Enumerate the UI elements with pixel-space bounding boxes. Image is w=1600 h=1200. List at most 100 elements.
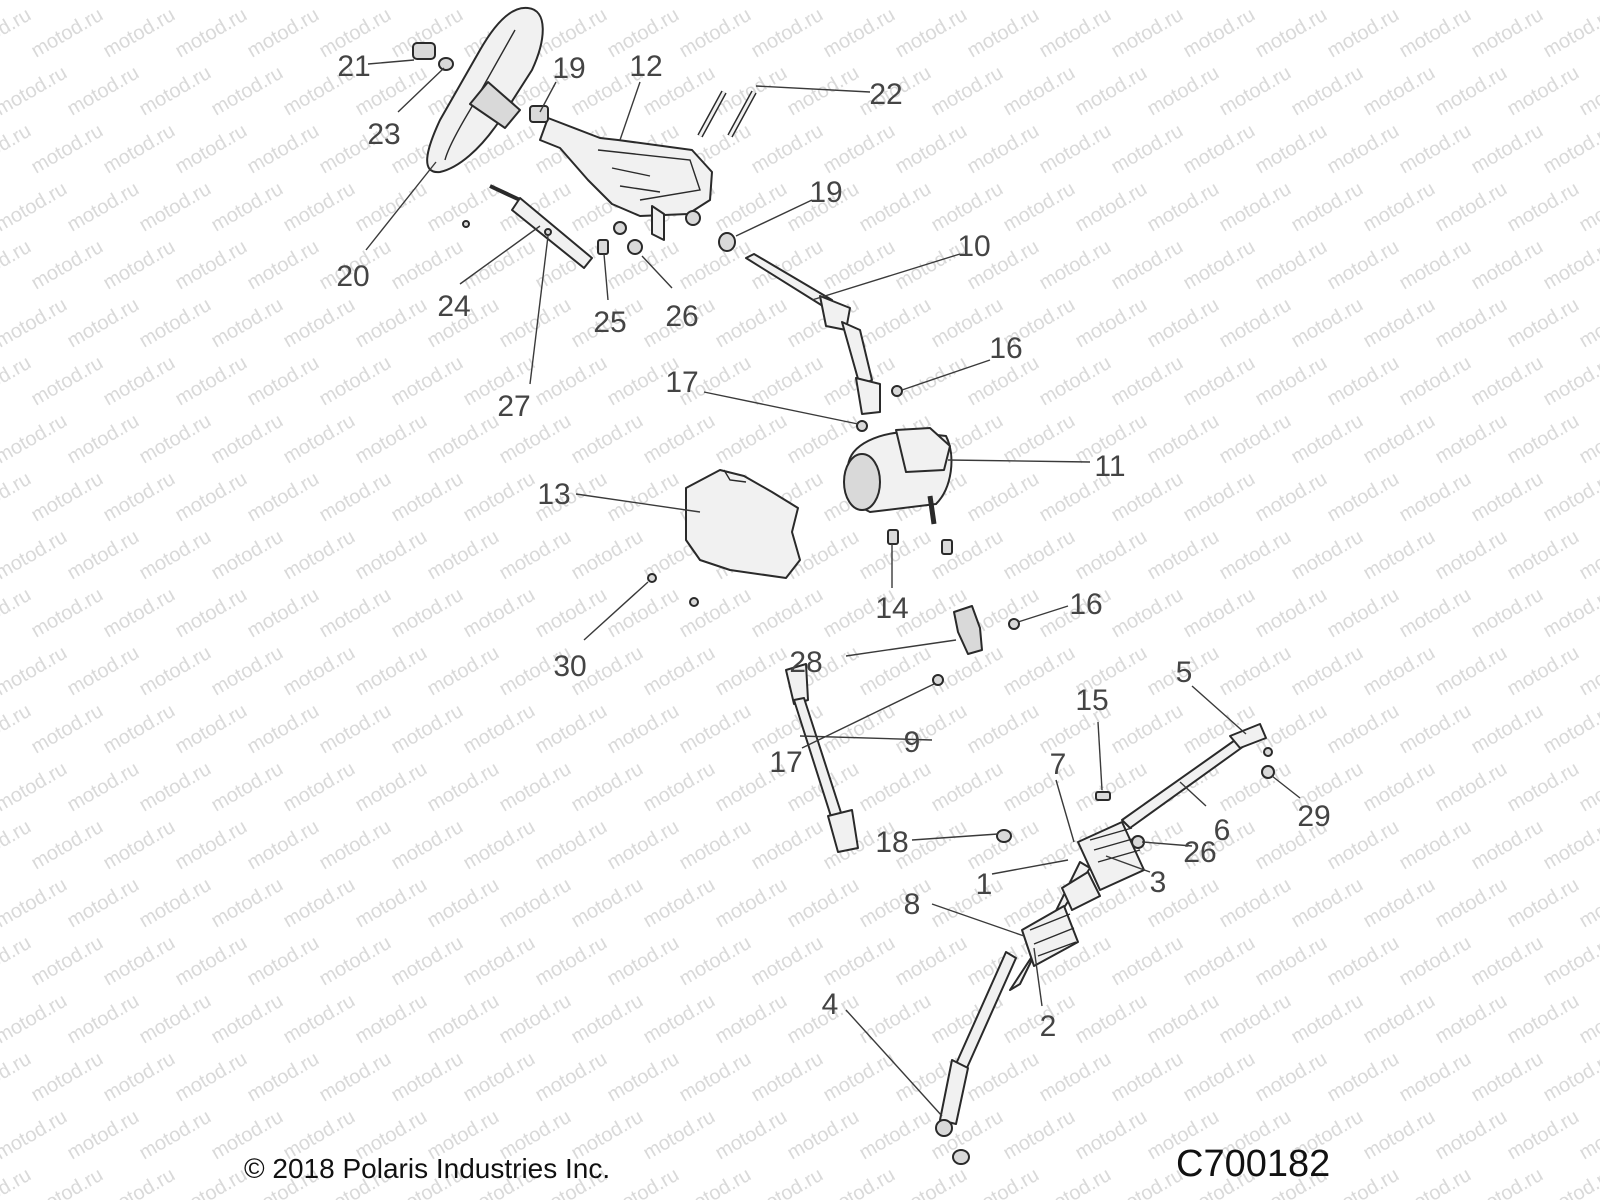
watermark-text: motod.ru [424, 410, 503, 469]
watermark-text: motod.ru [856, 294, 935, 353]
watermark-text: motod.ru [100, 932, 179, 991]
watermark-text: motod.ru [1360, 294, 1439, 353]
callout-labels: 21 23 19 12 22 20 19 10 24 25 26 27 16 1… [336, 50, 1330, 1043]
watermark-text: motod.ru [100, 1048, 179, 1107]
watermark-text: motod.ru [1252, 352, 1331, 411]
watermark-text: motod.ru [1144, 0, 1223, 4]
watermark-text: motod.ru [316, 584, 395, 643]
callout-14: 14 [875, 592, 908, 625]
watermark-text: motod.ru [1072, 990, 1151, 1049]
watermark-text: motod.ru [1288, 178, 1367, 237]
watermark-text: motod.ru [604, 468, 683, 527]
watermark-text: motod.ru [712, 178, 791, 237]
watermark-text: motod.ru [856, 990, 935, 1049]
watermark-text: motod.ru [424, 642, 503, 701]
watermark-text: motod.ru [640, 1106, 719, 1165]
watermark-text: motod.ru [1432, 874, 1511, 933]
part-nut-18 [996, 829, 1012, 843]
watermark-text: motod.ru [424, 990, 503, 1049]
watermark-text: motod.ru [1000, 410, 1079, 469]
watermark-text: motod.ru [0, 990, 71, 1049]
watermark-text: motod.ru [1504, 526, 1583, 585]
watermark-text: motod.ru [64, 178, 143, 237]
watermark-text: motod.ru [820, 120, 899, 179]
part-bolt-15 [1095, 791, 1111, 801]
watermark-text: motod.ru [352, 642, 431, 701]
watermark-text: motod.ru [0, 816, 35, 875]
watermark-text: motod.ru [1576, 1106, 1600, 1165]
watermark-text: motod.ru [496, 0, 575, 4]
watermark-text: motod.ru [1216, 410, 1295, 469]
watermark-text: motod.ru [136, 62, 215, 121]
watermark-text: motod.ru [604, 236, 683, 295]
watermark-text: motod.ru [928, 178, 1007, 237]
watermark-text: motod.ru [1504, 410, 1583, 469]
watermark-text: motod.ru [0, 584, 35, 643]
watermark-text: motod.ru [244, 816, 323, 875]
watermark-text: motod.ru [1504, 294, 1583, 353]
watermark-text: motod.ru [460, 700, 539, 759]
watermark-text: motod.ru [1360, 990, 1439, 1049]
callout-12: 12 [629, 50, 662, 83]
watermark-text: motod.ru [0, 758, 71, 817]
callout-7: 7 [1050, 748, 1067, 781]
watermark-text: motod.ru [1360, 526, 1439, 585]
watermark-text: motod.ru [1252, 4, 1331, 63]
part-screw-30b [689, 597, 699, 607]
watermark-text: motod.ru [460, 468, 539, 527]
watermark-text: motod.ru [1432, 526, 1511, 585]
watermark-text: motod.ru [172, 932, 251, 991]
watermark-text: motod.ru [496, 758, 575, 817]
watermark-text: motod.ru [1540, 120, 1600, 179]
part-nut-4 [952, 1149, 970, 1165]
watermark-text: motod.ru [568, 526, 647, 585]
watermark-text: motod.ru [1504, 990, 1583, 1049]
watermark-text: motod.ru [1396, 816, 1475, 875]
watermark-text: motod.ru [244, 4, 323, 63]
part-nut-17b [932, 674, 944, 686]
watermark-text: motod.ru [1036, 236, 1115, 295]
watermark-text: motod.ru [1288, 874, 1367, 933]
callout-9: 9 [904, 726, 921, 759]
watermark-text: motod.ru [1576, 990, 1600, 1049]
part-bolt-14a [887, 529, 899, 545]
watermark-text: motod.ru [64, 874, 143, 933]
watermark-text: motod.ru [1432, 0, 1511, 4]
watermark-text: motod.ru [784, 874, 863, 933]
watermark-text: motod.ru [1324, 352, 1403, 411]
part-bolt-16b [1008, 618, 1020, 630]
watermark-text: motod.ru [0, 1048, 35, 1107]
watermark-text: motod.ru [136, 526, 215, 585]
watermark-text: motod.ru [1396, 468, 1475, 527]
callout-26: 26 [665, 300, 698, 333]
watermark-text: motod.ru [28, 584, 107, 643]
watermark-text: motod.ru [208, 990, 287, 1049]
watermark-text: motod.ru [1108, 584, 1187, 643]
watermark-text: motod.ru [496, 526, 575, 585]
watermark-text: motod.ru [1468, 468, 1547, 527]
watermark-text: motod.ru [244, 468, 323, 527]
watermark-text: motod.ru [1576, 874, 1600, 933]
watermark-text: motod.ru [136, 874, 215, 933]
watermark-text: motod.ru [1108, 1164, 1187, 1200]
watermark-text: motod.ru [0, 352, 35, 411]
watermark-text: motod.ru [964, 1164, 1043, 1200]
watermark-text: motod.ru [1216, 294, 1295, 353]
watermark-text: motod.ru [712, 1106, 791, 1165]
watermark-text: motod.ru [1432, 758, 1511, 817]
copyright-text: © 2018 Polaris Industries Inc. [244, 1153, 610, 1184]
watermark-text: motod.ru [1396, 1048, 1475, 1107]
watermark-text: motod.ru [1432, 178, 1511, 237]
watermark-text: motod.ru [64, 0, 143, 4]
watermark-text: motod.ru [1288, 410, 1367, 469]
watermark-text: motod.ru [532, 352, 611, 411]
leader-lines [365, 59, 1301, 1117]
watermark-text: motod.ru [1576, 410, 1600, 469]
callout-2: 2 [1040, 1010, 1057, 1043]
callout-21: 21 [337, 50, 370, 83]
watermark-text: motod.ru [28, 1164, 107, 1200]
watermark-text: motod.ru [1108, 1048, 1187, 1107]
watermark-text: motod.ru [748, 4, 827, 63]
